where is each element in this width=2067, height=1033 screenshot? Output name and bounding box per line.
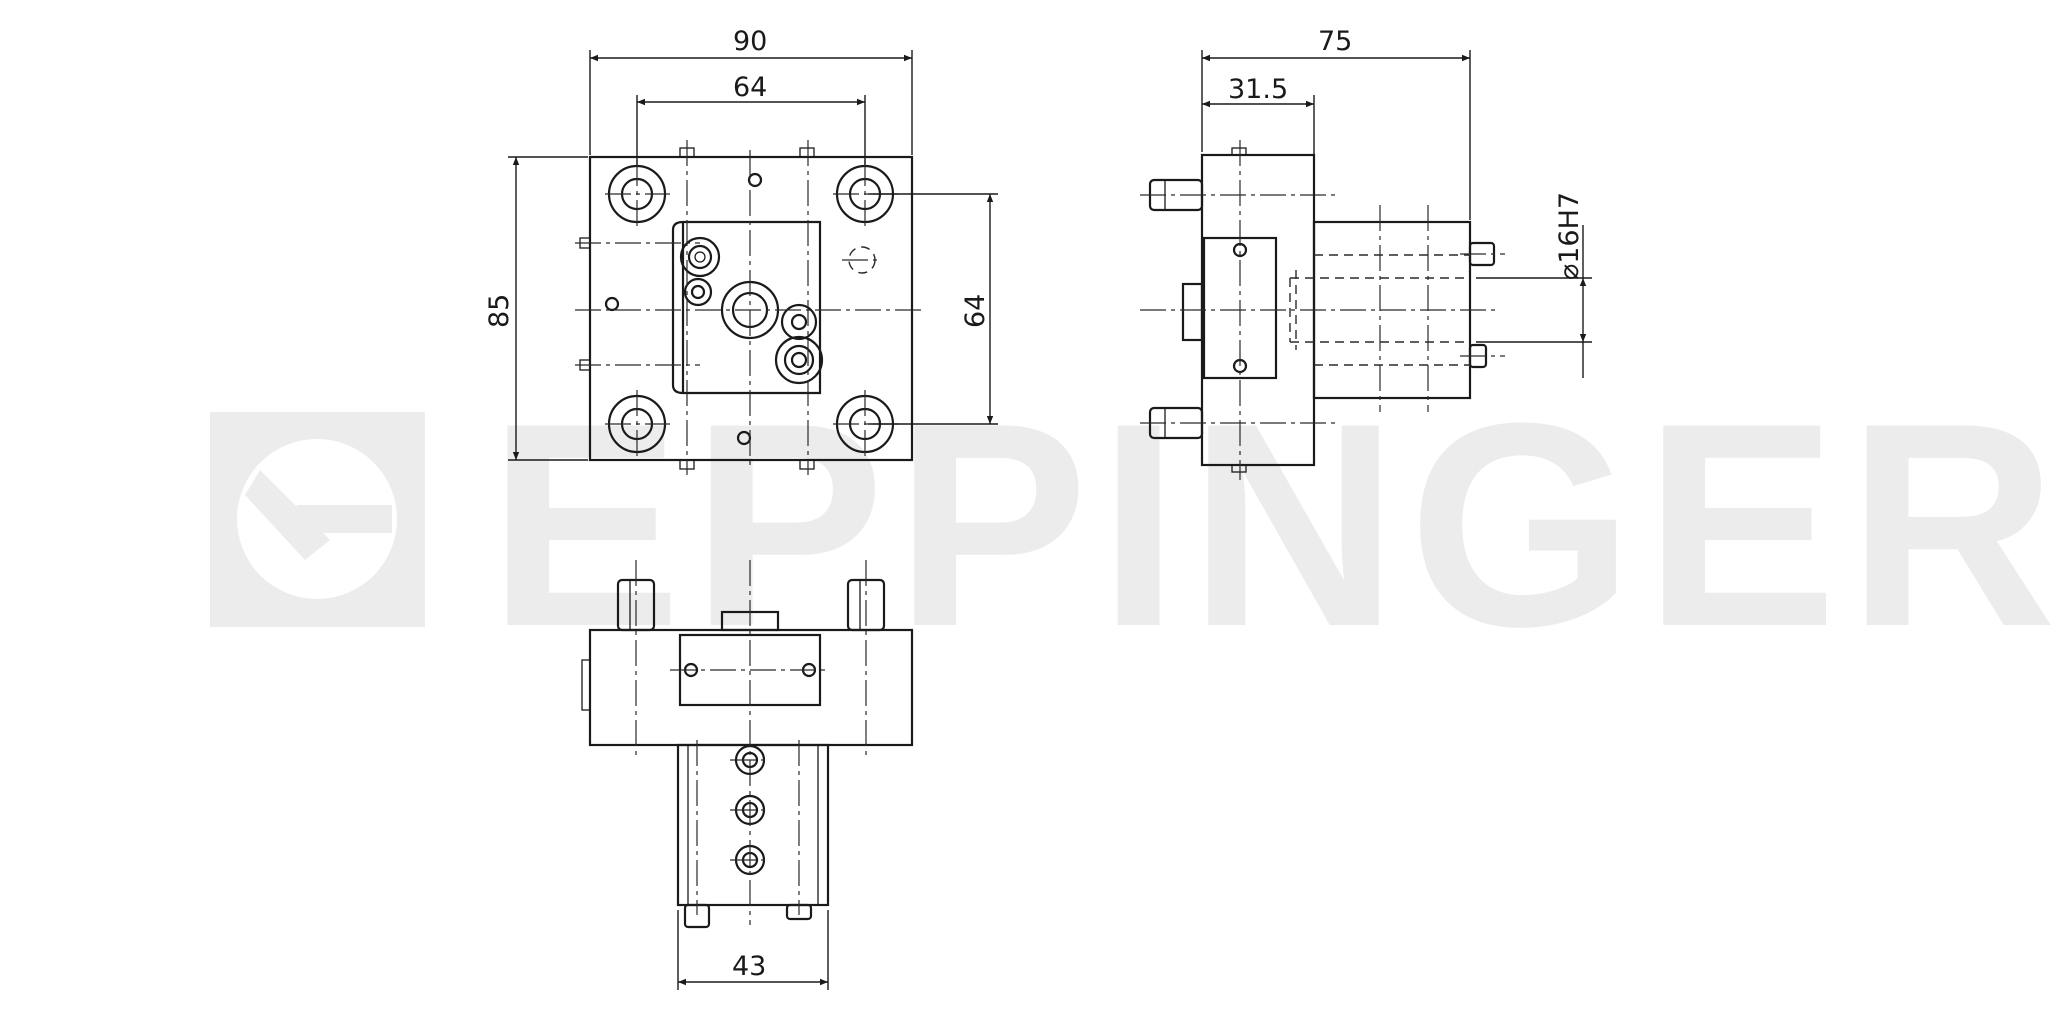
top-view [581, 560, 914, 929]
watermark-brand-text: EPPINGER [488, 363, 2067, 687]
dim-bottom-shank-width: 43 [732, 951, 766, 982]
side-dimensions: 75 31.5 ⌀16H7 [1201, 26, 1592, 378]
dim-front-hole-spacing-v: 64 [960, 294, 991, 328]
dim-side-length: 75 [1318, 26, 1352, 57]
dim-side-bore: ⌀16H7 [1554, 192, 1585, 280]
watermark: EPPINGER [210, 363, 2067, 687]
front-dimensions: 90 64 85 64 [484, 26, 998, 461]
bottom-dimensions: 43 [677, 910, 829, 990]
dim-front-height: 85 [484, 294, 515, 328]
watermark-logo [210, 412, 425, 627]
dim-front-width: 90 [733, 26, 767, 57]
dim-side-flange: 31.5 [1228, 74, 1288, 105]
dim-front-hole-spacing-h: 64 [733, 72, 767, 103]
side-view [1140, 140, 1505, 480]
